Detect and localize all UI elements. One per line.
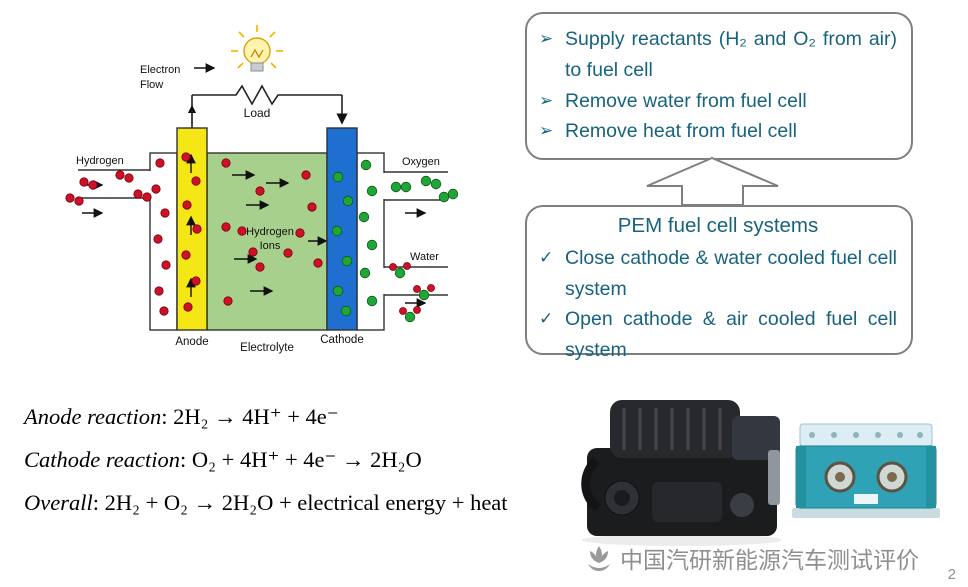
light-bulb-icon	[231, 25, 283, 72]
fuel-cell-stack-image	[792, 423, 940, 518]
hydrogen-ions-label-1: Hydrogen	[246, 226, 294, 238]
hydrogen-molecules	[65, 152, 435, 316]
equation-label: Cathode reaction	[24, 447, 181, 472]
bullet-text: Close cathode & water cooled fuel cell s…	[565, 246, 897, 300]
bullet-text: Remove heat from fuel cell	[565, 120, 797, 143]
anode-reaction-equation: Anode reaction: 2H₂ → 4H⁺ + 4e⁻	[24, 404, 599, 430]
left-chamber	[149, 152, 178, 331]
oxygen-inlet-pipe	[384, 171, 448, 201]
check-bullet-icon: ✓	[539, 309, 554, 329]
page-number: 2	[947, 566, 956, 583]
bullet-text: Open cathode & air cooled fuel cell syst…	[565, 308, 897, 362]
oxygen-label: Oxygen	[402, 156, 440, 168]
pipe-gap	[148, 171, 152, 197]
fuel-cell-engine-image	[581, 400, 782, 546]
list-item: ➢ Remove water from fuel cell	[539, 86, 897, 117]
equation-label: Anode reaction	[24, 404, 162, 429]
bullet-text: Supply reactants (H₂ and O₂ from air) to…	[565, 28, 897, 81]
electron-flow-label-2: Flow	[140, 79, 163, 91]
hydrogen-ions-label-2: Ions	[260, 240, 281, 252]
cathode-electrode	[326, 127, 358, 331]
bullet-text: Remove water from fuel cell	[565, 89, 807, 112]
equation-formula: : O₂ + 4H⁺ + 4e⁻ → 2H₂O	[180, 447, 422, 472]
list-item: ➢ Supply reactants (H₂ and O₂ from air) …	[539, 24, 897, 86]
check-bullet-icon: ✓	[539, 247, 554, 267]
equation-formula: : 2H₂ → 4H⁺ + 4e⁻	[161, 404, 339, 429]
fuel-cell-diagram: Electron Flow Load	[65, 25, 459, 354]
water-label: Water	[410, 251, 439, 263]
fuel-cell-functions-box: ➢ Supply reactants (H₂ and O₂ from air) …	[525, 12, 913, 160]
arrow-bullet-icon: ➢	[539, 29, 554, 48]
systems-box-title: PEM fuel cell systems	[617, 214, 819, 237]
pipe-gap	[382, 268, 386, 294]
arrow-bullet-icon: ➢	[539, 90, 554, 110]
list-item: ✓ Close cathode & water cooled fuel cell…	[539, 243, 897, 305]
load-label: Load	[244, 106, 271, 120]
pem-systems-box: PEM fuel cell systems ✓ Close cathode & …	[525, 205, 913, 361]
electrolyte-label: Electrolyte	[240, 342, 294, 354]
electron-flow-label-1: Electron	[140, 64, 180, 76]
arrow-bullet-icon: ➢	[539, 121, 554, 141]
reaction-equations: Anode reaction: 2H₂ → 4H⁺ + 4e⁻ Cathode …	[24, 404, 599, 533]
lotus-logo-icon	[588, 546, 610, 571]
equation-label: Overall	[24, 490, 93, 515]
watermark: 中国汽研新能源汽车测试评价	[584, 541, 919, 575]
list-item: ➢ Remove heat from fuel cell	[539, 116, 897, 147]
hydrogen-label: Hydrogen	[76, 155, 124, 167]
up-block-arrow	[646, 156, 779, 206]
cathode-reaction-equation: Cathode reaction: O₂ + 4H⁺ + 4e⁻ → 2H₂O	[24, 447, 599, 473]
pipe-gap	[382, 173, 386, 199]
anode-electrode	[176, 127, 208, 331]
equation-formula: : 2H₂ + O₂ → 2H₂O + electrical energy + …	[92, 490, 508, 515]
cathode-label: Cathode	[320, 334, 363, 346]
oxygen-molecules	[331, 159, 459, 323]
list-item: ✓ Open cathode & air cooled fuel cell sy…	[539, 304, 897, 366]
overall-reaction-equation: Overall: 2H₂ + O₂ → 2H₂O + electrical en…	[24, 490, 599, 516]
watermark-text: 中国汽研新能源汽车测试评价	[620, 548, 919, 574]
anode-label: Anode	[175, 336, 208, 348]
circuit-wire	[187, 84, 348, 128]
